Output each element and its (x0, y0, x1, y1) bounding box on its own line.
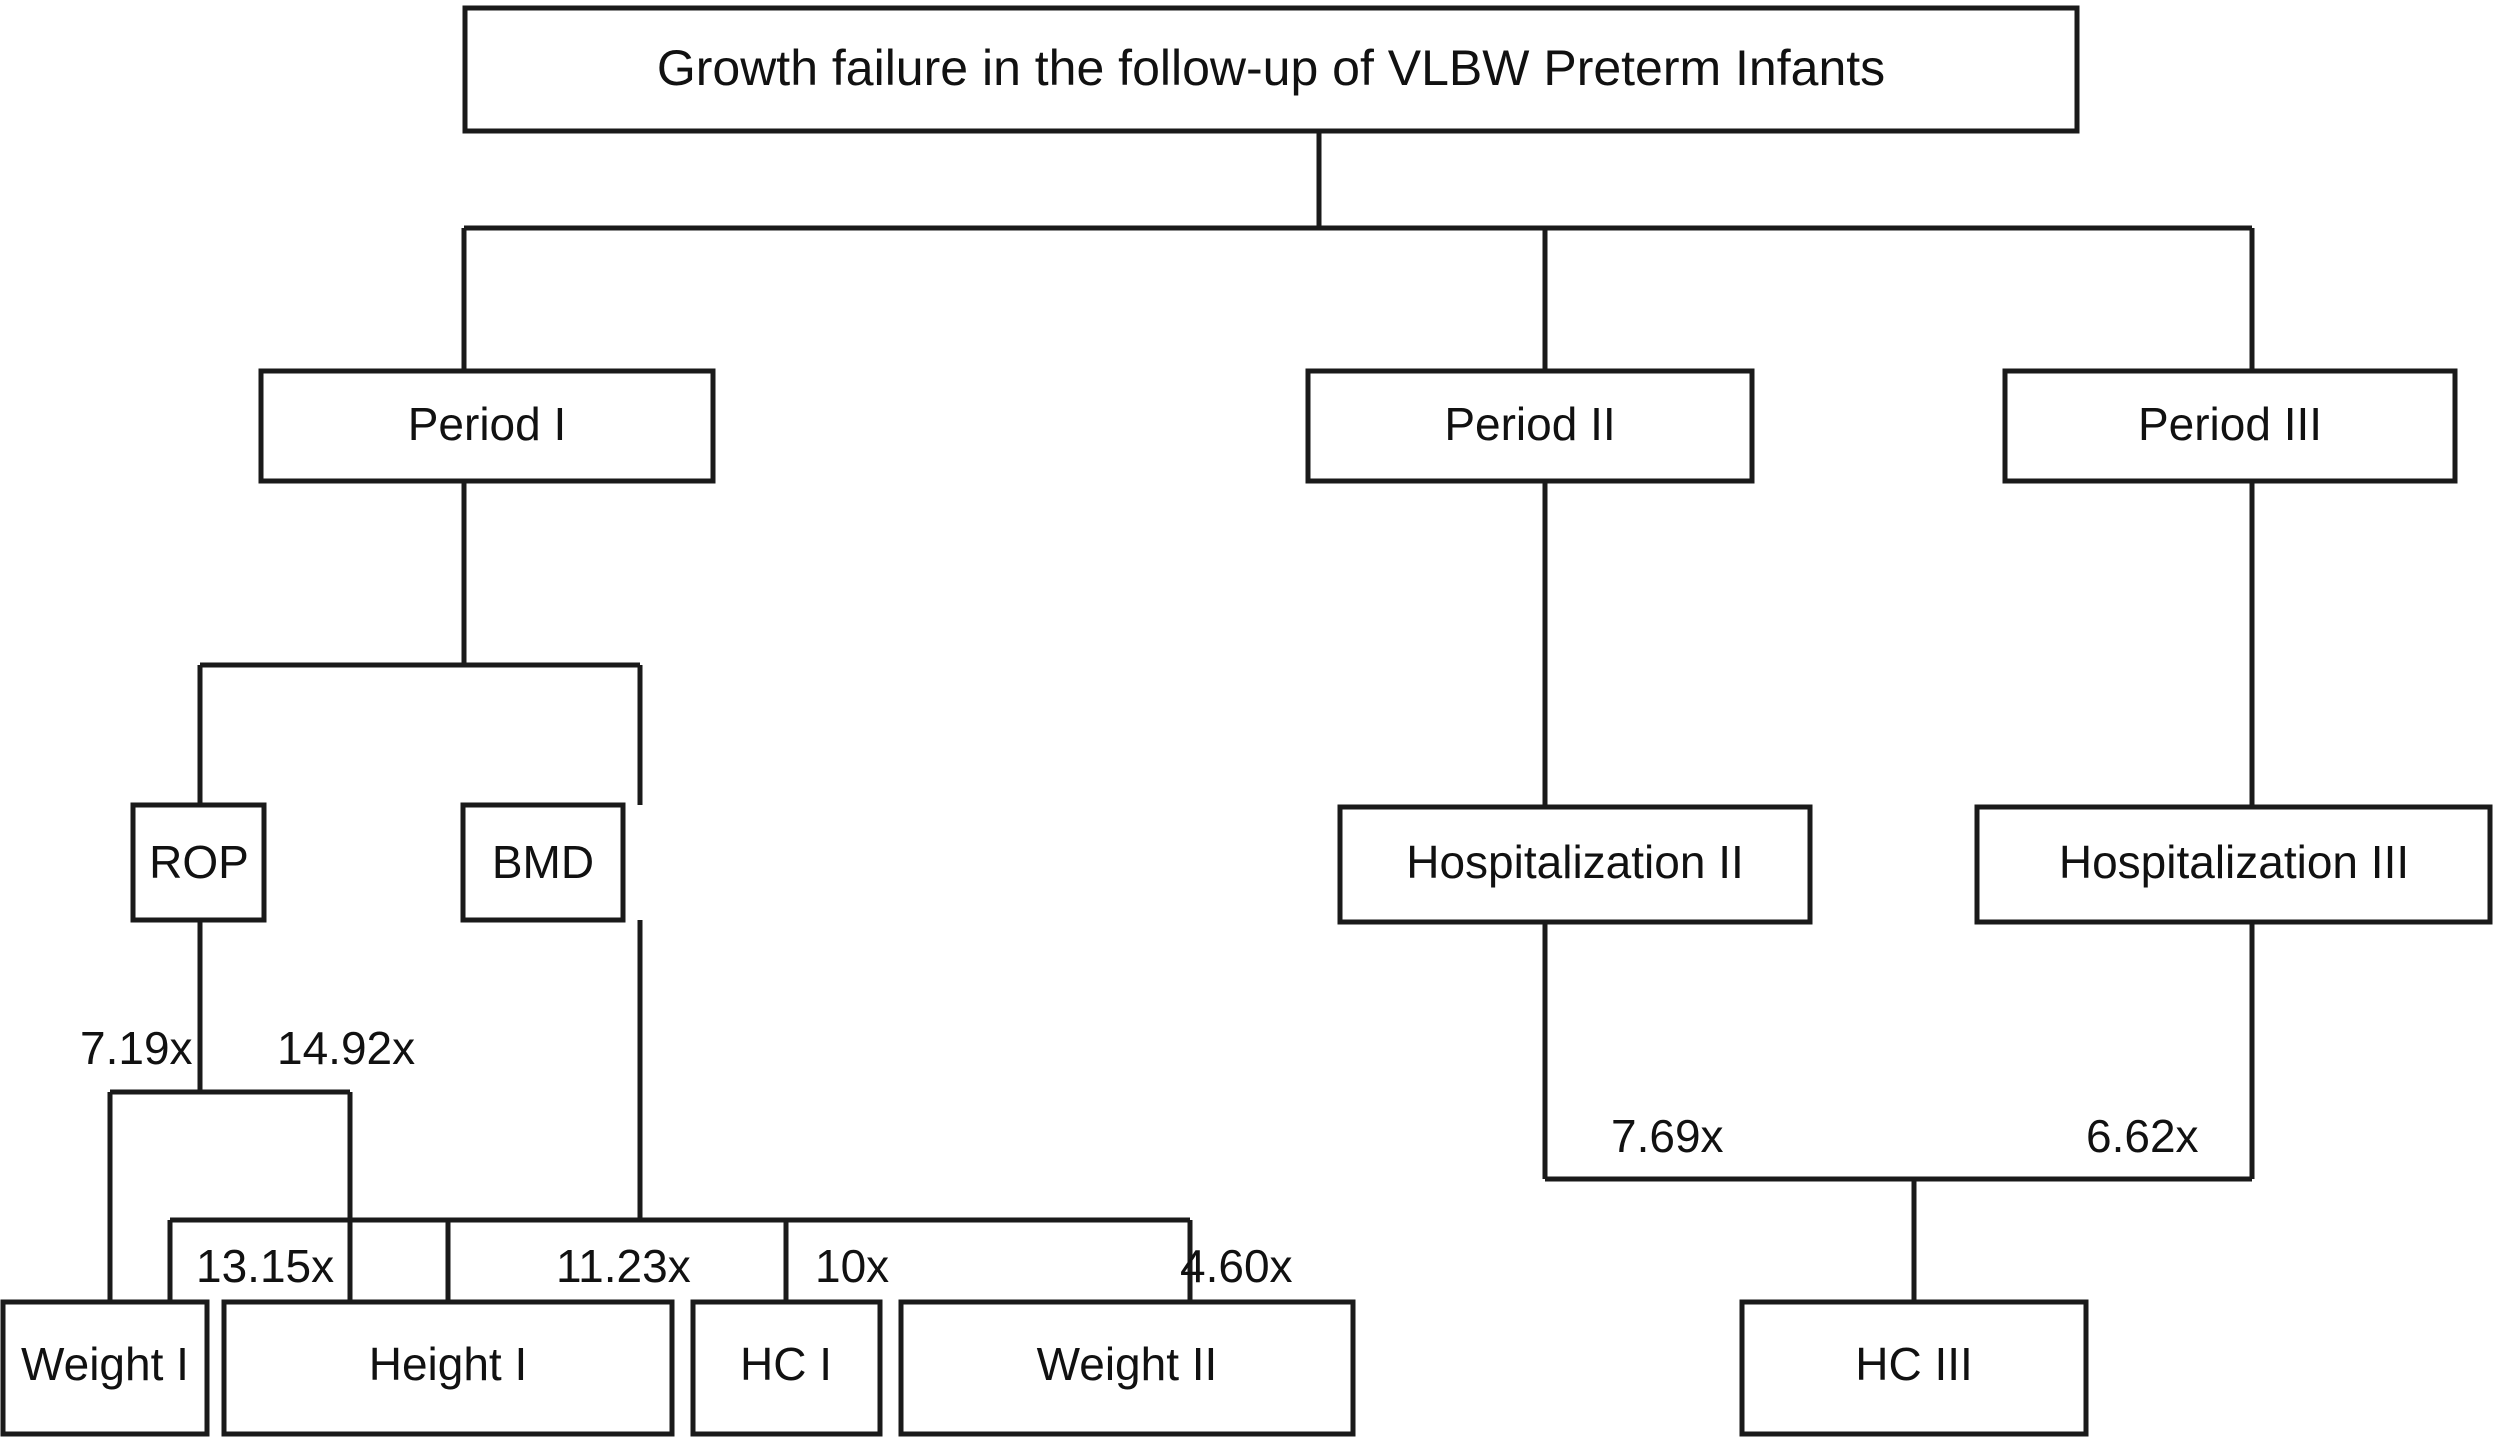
node-period-1-label: Period I (408, 398, 567, 450)
node-hc-1[interactable]: HC I (690, 1299, 883, 1437)
node-weight-2-label: Weight II (1037, 1338, 1218, 1390)
node-hc-3[interactable]: HC III (1739, 1299, 2089, 1437)
edge-group-hospitalization-to-hc-3 (1542, 922, 2255, 1302)
node-period-1[interactable]: Period I (258, 368, 716, 484)
node-weight-1-box[interactable] (0, 1299, 210, 1437)
node-hospitalization-2[interactable]: Hospitalization II (1337, 804, 1813, 925)
edge-label-hospitalization-3-hc-3: 6.62x (2086, 1110, 2199, 1162)
node-bmd-label: BMD (492, 836, 594, 888)
node-period-3[interactable]: Period III (2002, 368, 2458, 484)
node-hc-3-label: HC III (1855, 1338, 1973, 1390)
edge-group-rop-children (107, 920, 353, 1302)
node-period-2[interactable]: Period II (1305, 368, 1755, 484)
node-weight-1[interactable]: Weight I (0, 1299, 210, 1437)
edge-label-bmd-hc-1: 10x (815, 1240, 889, 1292)
node-root[interactable]: Growth failure in the follow-up of VLBW … (462, 5, 2080, 134)
node-hospitalization-3-label: Hospitalization III (2059, 836, 2409, 888)
edge-group-root-to-periods (461, 131, 2255, 371)
node-period-3-box[interactable] (2002, 368, 2458, 484)
node-height-1-box[interactable] (221, 1299, 675, 1437)
node-hospitalization-2-label: Hospitalization II (1406, 836, 1744, 888)
edge-label-rop-height-1: 14.92x (277, 1022, 415, 1074)
node-period-1-box[interactable] (258, 368, 716, 484)
edge-label-rop-weight-1: 7.19x (80, 1022, 193, 1074)
node-root-label: Growth failure in the follow-up of VLBW … (657, 40, 1885, 96)
node-rop-box[interactable] (130, 802, 267, 923)
node-rop[interactable]: ROP (130, 802, 267, 923)
node-weight-1-label: Weight I (21, 1338, 189, 1390)
node-weight-2-box[interactable] (898, 1299, 1356, 1437)
node-hc-3-box[interactable] (1739, 1299, 2089, 1437)
node-bmd-box[interactable] (460, 802, 626, 923)
node-period-2-label: Period II (1444, 398, 1615, 450)
node-period-3-label: Period III (2138, 398, 2322, 450)
node-height-1[interactable]: Height I (221, 1299, 675, 1437)
node-height-1-label: Height I (369, 1338, 528, 1390)
node-hospitalization-2-box[interactable] (1337, 804, 1813, 925)
node-period-2-box[interactable] (1305, 368, 1755, 484)
node-hospitalization-3-box[interactable] (1974, 804, 2493, 925)
edge-label-bmd-weight-2: 4.60x (1180, 1240, 1293, 1292)
edge-label-bmd-height-1: 11.23x (556, 1240, 691, 1292)
node-hc-1-label: HC I (740, 1338, 832, 1390)
edge-group-period1-to-rop-bmd (197, 481, 643, 805)
node-rop-label: ROP (149, 836, 249, 888)
edge-group-bmd-children (167, 920, 1193, 1302)
node-bmd[interactable]: BMD (460, 802, 626, 923)
node-hc-1-box[interactable] (690, 1299, 883, 1437)
node-hospitalization-3[interactable]: Hospitalization III (1974, 804, 2493, 925)
edge-label-hospitalization-2-hc-3: 7.69x (1611, 1110, 1724, 1162)
node-root-box[interactable] (462, 5, 2080, 134)
edge-label-bmd-weight-1: 13.15x (196, 1240, 334, 1292)
node-weight-2[interactable]: Weight II (898, 1299, 1356, 1437)
